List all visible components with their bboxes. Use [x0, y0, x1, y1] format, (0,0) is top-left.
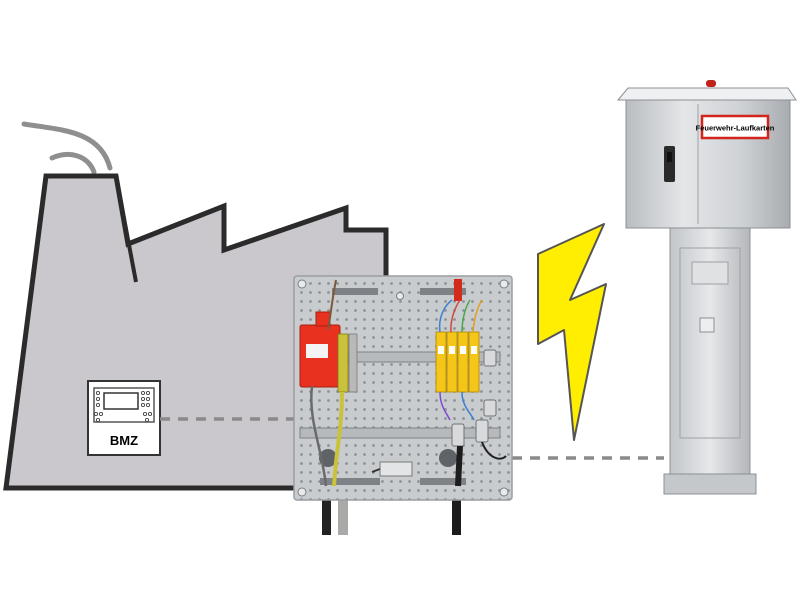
- fire-brigade-key-cabinet: Feuerwehr-Laufkarten: [616, 80, 797, 495]
- bmz-label: BMZ: [110, 433, 138, 448]
- fire-alarm-panel: BMZ: [87, 380, 161, 456]
- cabinet-label: Feuerwehr-Laufkarten: [696, 124, 775, 133]
- surge-protection-board: [293, 275, 513, 535]
- lightning-bolt-icon: [537, 223, 607, 441]
- smoke-plume-icon: [21, 121, 113, 175]
